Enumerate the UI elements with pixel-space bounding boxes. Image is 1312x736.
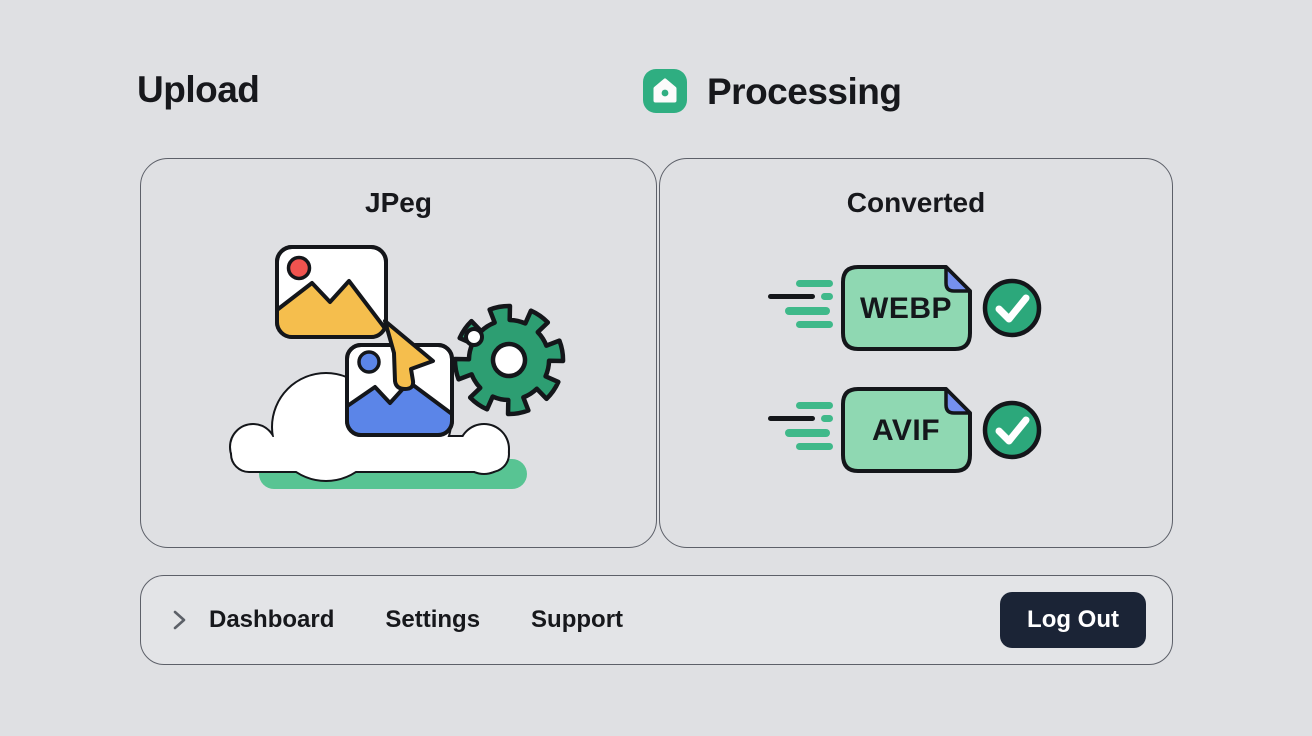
sun-dot	[286, 255, 312, 281]
speed-lines-icon	[768, 402, 833, 450]
check-circle-icon	[982, 278, 1042, 338]
upload-section-title: Upload	[137, 69, 260, 110]
nav-item-support[interactable]: Support	[531, 606, 624, 633]
file-format-label: WEBP	[860, 292, 952, 325]
file-badge: WEBP	[841, 265, 972, 351]
processing-panel: Converted WEBP	[659, 158, 1173, 548]
jpeg-upload-illustration	[229, 245, 566, 489]
gear-notch	[464, 327, 484, 347]
photo-card-jpeg	[275, 245, 388, 339]
nav-item-settings[interactable]: Settings	[385, 606, 481, 633]
converted-file-webp: WEBP	[768, 265, 1042, 351]
upload-panel-title: JPeg	[365, 187, 432, 218]
speed-lines-icon	[768, 280, 833, 328]
photo-card-converted	[345, 343, 454, 437]
gear-icon	[452, 303, 566, 417]
processing-panel-title: Converted	[846, 187, 986, 218]
home-icon	[643, 69, 687, 113]
folded-corner	[944, 387, 972, 415]
file-badge: AVIF	[841, 387, 972, 473]
converted-file-avif: AVIF	[768, 387, 1042, 473]
nav-item-dashboard[interactable]: Dashboard	[209, 606, 335, 633]
transfer-arrow-icon	[383, 319, 435, 391]
bottom-nav-bar: Dashboard Settings Support Log Out	[140, 575, 1173, 665]
processing-section-title: Processing	[707, 70, 902, 112]
folded-corner	[944, 265, 972, 293]
sun-dot	[357, 350, 381, 374]
log-out-button[interactable]: Log Out	[1000, 592, 1146, 648]
processing-header: Processing	[643, 69, 902, 113]
upload-panel: JPeg	[140, 158, 657, 548]
chevron-right-icon	[169, 608, 189, 632]
file-format-label: AVIF	[872, 414, 940, 447]
check-circle-icon	[982, 400, 1042, 460]
